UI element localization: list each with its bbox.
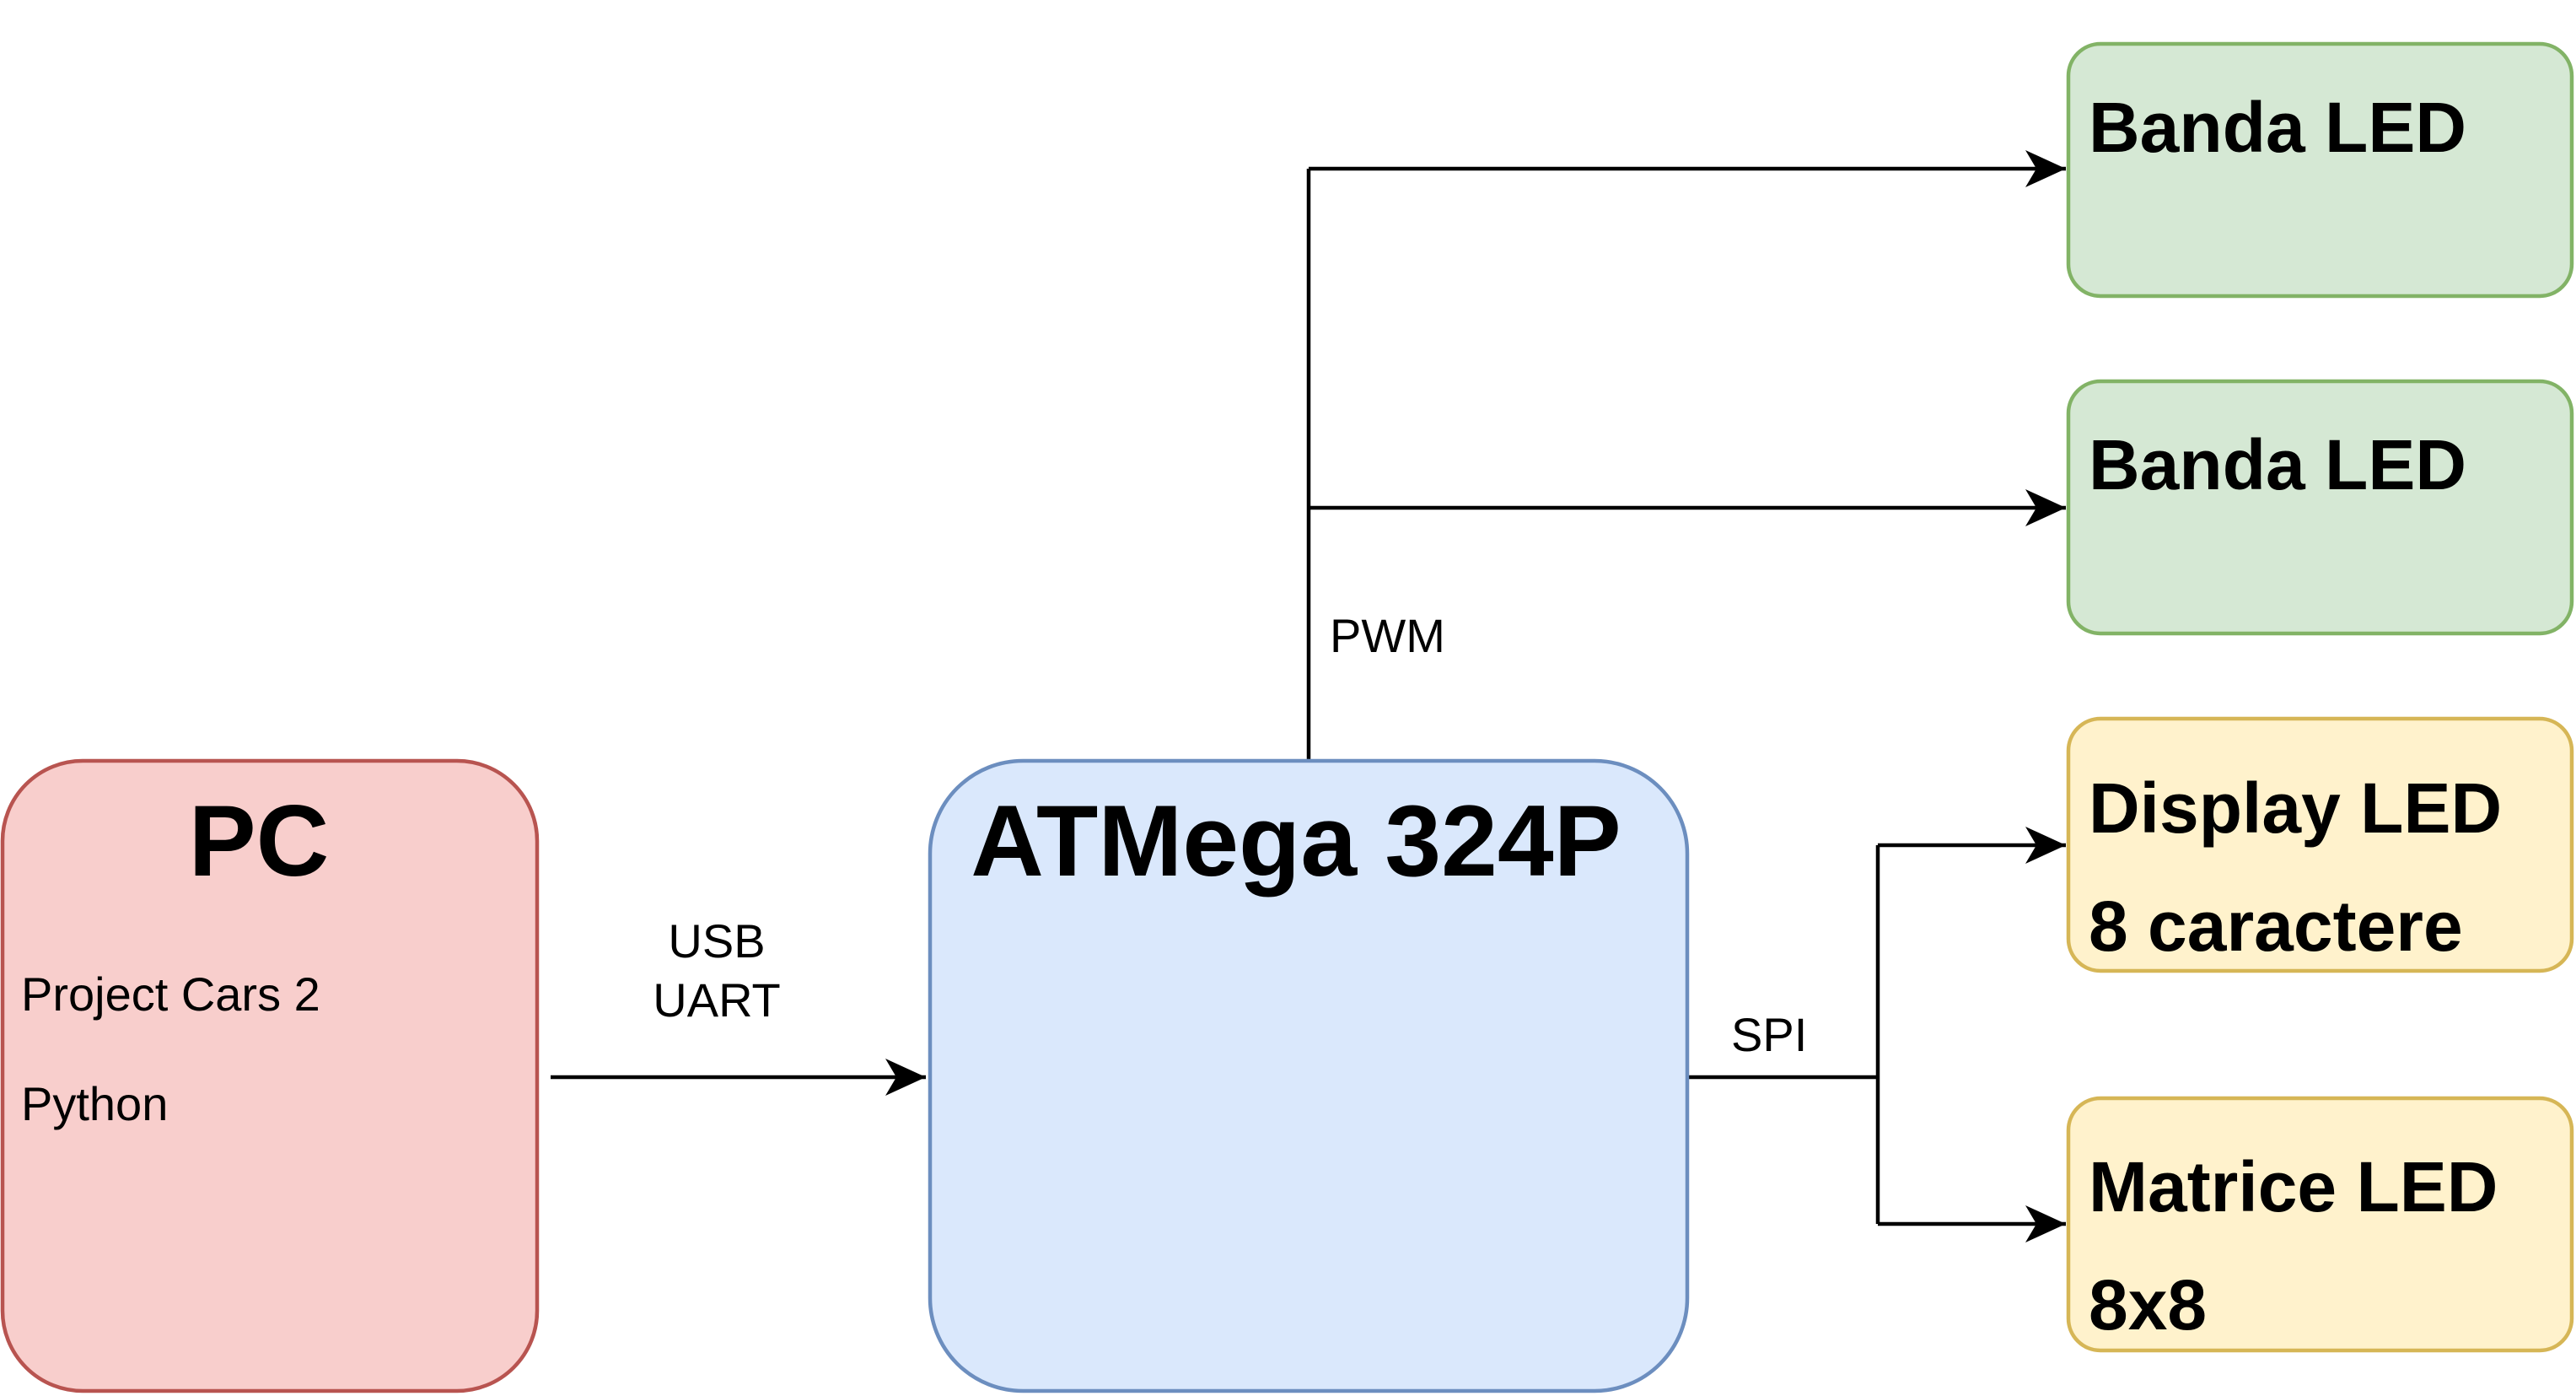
uart-label: UART [653, 973, 780, 1027]
matrix-box [2066, 1096, 2574, 1353]
pc-box [0, 758, 540, 1393]
led-strip-1-node: Banda LED [2066, 41, 2574, 299]
led-strip-2-title: Banda LED [2089, 425, 2466, 504]
mcu-node: ATMega 324P [928, 758, 1690, 1393]
pc-software-label: Project Cars 2 [21, 967, 320, 1021]
mcu-box [928, 758, 1690, 1393]
matrix-title: Matrice LED [2089, 1147, 2498, 1226]
matrix-node: Matrice LED 8x8 [2066, 1096, 2574, 1353]
mcu-title: ATMega 324P [971, 784, 1621, 897]
pc-language-label: Python [21, 1077, 168, 1130]
display-box [2066, 716, 2574, 973]
display-node: Display LED 8 caractere [2066, 716, 2574, 973]
led-strip-2-node: Banda LED [2066, 379, 2574, 636]
display-subtitle: 8 caractere [2089, 887, 2463, 966]
connectors [551, 150, 2066, 1242]
led-strip-1-box [2066, 41, 2574, 299]
matrix-subtitle: 8x8 [2089, 1265, 2207, 1345]
usb-label: USB [668, 914, 765, 967]
pwm-label: PWM [1330, 609, 1445, 662]
spi-label: SPI [1731, 1008, 1807, 1061]
pc-title: PC [189, 784, 330, 897]
pc-node: PC Project Cars 2 Python [0, 758, 540, 1393]
led-strip-1-title: Banda LED [2089, 88, 2466, 167]
led-strip-2-box [2066, 379, 2574, 636]
display-title: Display LED [2089, 768, 2502, 848]
